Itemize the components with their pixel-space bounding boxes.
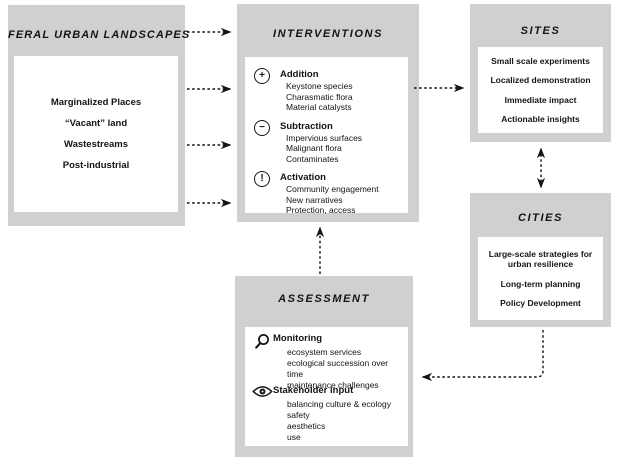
plus-circle-icon: +	[254, 68, 270, 84]
feral-urban-landscapes-box: FERAL URBAN LANDSCAPES Marginalized Plac…	[8, 5, 191, 226]
list-item: aesthetics	[287, 421, 326, 431]
list-item: safety	[287, 410, 310, 420]
section-label: Subtraction	[280, 120, 333, 132]
sites-items: Small scale experiments Localized demons…	[478, 47, 603, 133]
list-item: Material catalysts	[286, 102, 352, 112]
feral-items: Marginalized Places “Vacant” land Wastes…	[14, 56, 178, 212]
sites-box: SITES Small scale experiments Localized …	[470, 4, 611, 142]
list-item: Malignant flora	[286, 143, 342, 153]
intervention-section-addition: + Addition Keystone species Charasmatic …	[254, 68, 404, 113]
list-item: ecosystem services	[287, 347, 362, 357]
list-item: Impervious surfaces	[286, 132, 363, 143]
list-item: maintenance challenges	[287, 380, 379, 390]
cities-panel: Large-scale strategies for urban resilie…	[478, 237, 603, 320]
cities-title: CITIES	[517, 212, 564, 224]
exclamation-circle-icon: !	[254, 171, 270, 187]
list-item: Large-scale strategies for urban resilie…	[488, 248, 593, 270]
list-item: Actionable insights	[501, 114, 580, 124]
section-label: Addition	[280, 69, 319, 80]
section-items: Keystone species Charasmatic flora Mater…	[280, 81, 353, 113]
intervention-section-subtraction: − Subtraction Impervious surfaces Malign…	[254, 119, 404, 165]
cities-box: CITIES Large-scale strategies for urban …	[470, 193, 611, 327]
list-item: Wastestreams	[63, 139, 129, 150]
interventions-title: INTERVENTIONS	[272, 28, 384, 40]
cities-items: Large-scale strategies for urban resilie…	[478, 237, 603, 320]
section-items: Community engagement New narratives Prot…	[280, 184, 379, 216]
list-item: Small scale experiments	[491, 55, 590, 66]
section-items: balancing culture & ecology safety aesth…	[273, 397, 391, 443]
list-item: Community engagement	[286, 184, 379, 194]
assessment-section-monitoring: Monitoring ecosystem services ecological…	[251, 332, 406, 391]
list-item: ecological succession over time	[287, 358, 389, 379]
list-item: Contaminates	[286, 153, 339, 164]
interventions-box: INTERVENTIONS + Addition Keystone specie…	[237, 4, 419, 222]
list-item: New narratives	[286, 194, 343, 205]
feral-panel: Marginalized Places “Vacant” land Wastes…	[14, 56, 178, 212]
section-label: Monitoring	[273, 333, 323, 344]
assessment-section-stakeholder: Stakeholder input balancing culture & ec…	[251, 384, 406, 443]
list-item: Keystone species	[286, 81, 353, 91]
list-item: Localized demonstration	[490, 75, 591, 85]
list-item: Marginalized Places	[50, 97, 142, 108]
list-item: balancing culture & ecology	[287, 399, 391, 409]
assessment-box: ASSESSMENT Monitoring ecosystem services…	[235, 276, 413, 457]
list-item: Long-term planning	[500, 278, 581, 289]
intervention-section-activation: ! Activation Community engagement New na…	[254, 171, 404, 216]
assessment-title: ASSESSMENT	[278, 293, 370, 305]
section-items: ecosystem services ecological succession…	[273, 345, 406, 391]
list-item: Immediate impact	[504, 94, 577, 105]
list-item: Charasmatic flora	[286, 91, 353, 102]
sites-title: SITES	[520, 25, 561, 37]
interventions-panel: + Addition Keystone species Charasmatic …	[245, 57, 408, 216]
arrow-cities-to-assessment	[421, 330, 544, 382]
feral-urban-landscapes-title: FERAL URBAN LANDSCAPES	[8, 29, 191, 41]
section-label: Activation	[280, 172, 326, 183]
list-item: Protection, access	[286, 205, 356, 215]
section-items: Impervious surfaces Malignant flora Cont…	[280, 133, 362, 165]
section-label: Stakeholder input	[273, 385, 354, 396]
list-item: Policy Development	[500, 298, 581, 308]
minus-circle-icon: −	[254, 119, 270, 136]
magnifier-icon	[251, 333, 273, 351]
assessment-panel: Monitoring ecosystem services ecological…	[245, 327, 408, 446]
list-item: Post-industrial	[62, 160, 130, 171]
list-item: use	[287, 432, 301, 442]
eye-icon	[251, 385, 273, 398]
list-item: “Vacant” land	[64, 118, 128, 129]
sites-panel: Small scale experiments Localized demons…	[478, 47, 603, 133]
